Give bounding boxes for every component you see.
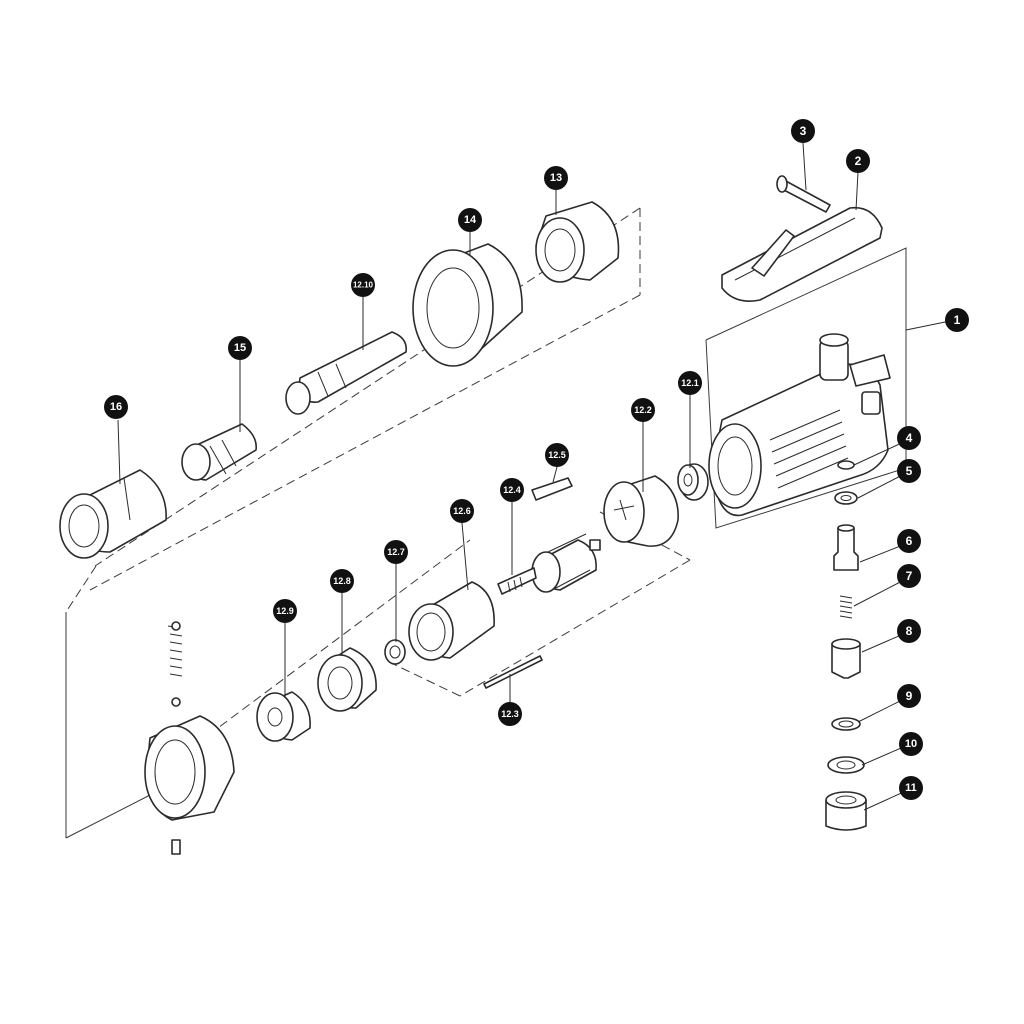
callout-14: 14 [458,208,482,232]
callout-14-text: 14 [464,214,477,226]
part-12-9-bearing [256,691,311,742]
callout-7: 7 [897,564,921,588]
leader-lines [117,142,956,811]
callout-1-text: 1 [954,313,961,327]
part-15-collet [181,423,258,481]
callout-12-2: 12.2 [631,398,655,422]
part-12-7-washer [384,639,406,665]
callout-3: 3 [791,119,815,143]
callout-10-text: 10 [905,738,917,750]
part-13-collar [535,201,620,283]
callout-8-text: 8 [906,624,913,638]
callout-3-text: 3 [800,124,807,138]
callout-6: 6 [897,529,921,553]
callout-5-text: 5 [906,464,913,478]
callout-15-text: 15 [234,342,246,354]
part-12-2-end-plate [603,475,679,547]
callout-12-10-text: 12.10 [353,281,374,290]
callout-12-7-text: 12.7 [387,547,405,557]
part-12-8-ring-nut [317,647,377,712]
callout-12-8-text: 12.8 [333,576,351,586]
part-valve-stack [825,460,867,831]
part-12-6-cylinder [408,581,495,661]
callout-5: 5 [897,459,921,483]
callout-16: 16 [104,395,128,419]
callout-12-3-text: 12.3 [501,709,519,719]
callout-2: 2 [846,149,870,173]
part-12-4-rotor [497,533,601,595]
callout-9-text: 9 [906,689,913,703]
callout-11: 11 [899,776,923,800]
part-pin [776,175,831,213]
callout-12-4-text: 12.4 [503,485,521,495]
part-12-1-bearing [677,463,709,501]
callout-12-1: 12.1 [678,371,702,395]
callout-15: 15 [228,336,252,360]
callout-2-text: 2 [855,154,862,168]
callout-12-5: 12.5 [545,443,569,467]
callout-1: 1 [945,308,969,332]
part-rear-housing [144,621,235,855]
part-housing [708,333,891,517]
callout-4: 4 [897,426,921,450]
callout-7-text: 7 [906,569,913,583]
callout-16-text: 16 [110,401,122,413]
part-12-5-vane [531,477,573,501]
callout-9: 9 [897,684,921,708]
part-12-3-rod [483,655,543,689]
part-12-10-spindle [285,331,408,415]
callout-12-6: 12.6 [450,499,474,523]
callout-13: 13 [544,166,568,190]
part-lever [721,206,883,302]
callout-12-9-text: 12.9 [276,606,294,616]
callout-13-text: 13 [550,172,562,184]
callout-12-7: 12.7 [384,540,408,564]
part-14-sleeve-ring [412,243,523,367]
part-16-nut [59,469,167,559]
callout-12-2-text: 12.2 [634,405,652,415]
callout-12-4: 12.4 [500,478,524,502]
callout-12-8: 12.8 [330,569,354,593]
callout-6-text: 6 [906,534,913,548]
callout-labels: 1 2 3 4 5 6 7 8 9 10 11 12.1 12.2 12.3 1… [104,119,969,800]
callout-12-10: 12.10 [351,273,375,297]
callout-12-1-text: 12.1 [681,378,699,388]
callout-12-5-text: 12.5 [548,450,566,460]
callout-8: 8 [897,619,921,643]
callout-12-6-text: 12.6 [453,506,471,516]
callout-12-9: 12.9 [273,599,297,623]
callout-11-text: 11 [905,782,917,794]
callout-4-text: 4 [906,431,913,445]
callout-12-3: 12.3 [498,702,522,726]
callout-10: 10 [899,732,923,756]
